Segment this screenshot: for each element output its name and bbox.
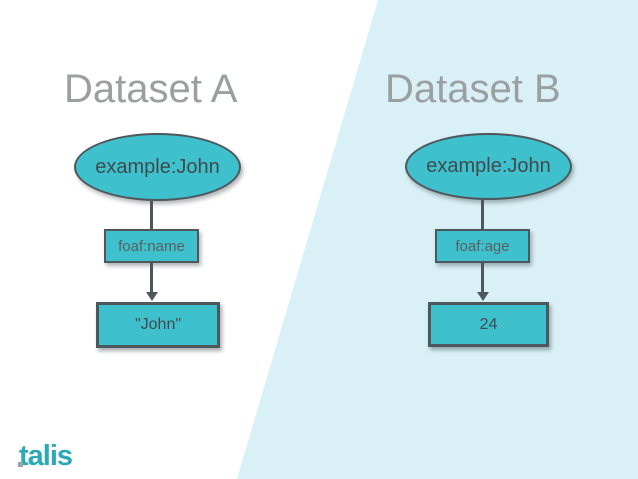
literal-value-label-a: "John" (134, 316, 182, 333)
connector-line-a (150, 201, 153, 229)
logo-foot-square (18, 462, 23, 467)
resource-node-label-b: example:John (426, 155, 551, 177)
arrow-shaft-a (150, 263, 153, 292)
connector-line-b (481, 200, 484, 229)
resource-node-ellipse-b: example:John (405, 133, 572, 200)
predicate-box-a: foaf:name (104, 229, 199, 263)
literal-value-box-b: 24 (428, 302, 549, 347)
arrow-shaft-b (481, 263, 484, 292)
predicate-label-a: foaf:name (118, 237, 185, 255)
resource-node-label-a: example:John (95, 155, 220, 178)
predicate-label-b: foaf:age (455, 237, 510, 255)
arrow-head-icon-a (146, 292, 158, 301)
dataset-b-title: Dataset B (385, 67, 561, 111)
dataset-a-title: Dataset A (64, 67, 238, 111)
resource-node-ellipse-a: example:John (74, 133, 241, 201)
arrow-head-icon-b (477, 292, 489, 301)
talis-logo: talis (18, 440, 73, 472)
talis-logo-text: talis (19, 440, 73, 472)
literal-value-box-a: "John" (96, 302, 220, 348)
literal-value-label-b: 24 (479, 315, 498, 333)
predicate-box-b: foaf:age (435, 229, 530, 263)
